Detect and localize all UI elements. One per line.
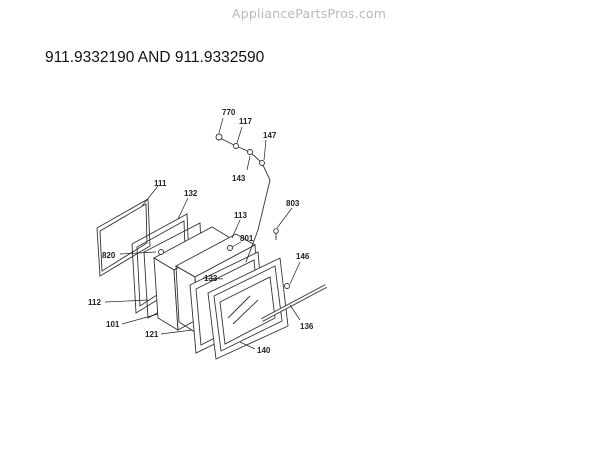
part-140-door-frame[interactable] bbox=[207, 257, 289, 360]
label-147: 147 bbox=[263, 131, 277, 140]
part-111-back-panel[interactable] bbox=[96, 198, 151, 277]
label-136: 136 bbox=[300, 322, 314, 331]
part-801-screw[interactable] bbox=[227, 245, 233, 251]
label-133: 133 bbox=[204, 274, 218, 283]
part-820-screw[interactable] bbox=[158, 249, 164, 255]
label-113: 113 bbox=[234, 211, 247, 220]
label-143: 143 bbox=[232, 174, 246, 183]
label-112: 112 bbox=[88, 298, 101, 307]
label-121: 121 bbox=[145, 330, 159, 339]
site-watermark: AppliancePartsPros.com bbox=[232, 6, 387, 21]
label-803: 803 bbox=[286, 199, 300, 208]
diagram-title: 911.9332190 AND 911.9332590 bbox=[45, 49, 265, 66]
part-770-117-147-143-link-assembly[interactable] bbox=[215, 133, 271, 263]
label-146: 146 bbox=[296, 252, 310, 261]
label-132: 132 bbox=[184, 189, 198, 198]
label-770: 770 bbox=[222, 108, 236, 117]
label-820: 820 bbox=[102, 251, 116, 260]
label-111: 111 bbox=[154, 179, 167, 188]
label-801: 801 bbox=[240, 234, 254, 243]
label-101: 101 bbox=[106, 320, 120, 329]
label-117: 117 bbox=[239, 117, 252, 126]
label-140: 140 bbox=[257, 346, 271, 355]
part-136-handle[interactable] bbox=[261, 284, 327, 322]
part-803-screw[interactable] bbox=[273, 228, 279, 240]
leader-lines bbox=[104, 117, 301, 350]
part-146-screw[interactable] bbox=[284, 283, 290, 289]
